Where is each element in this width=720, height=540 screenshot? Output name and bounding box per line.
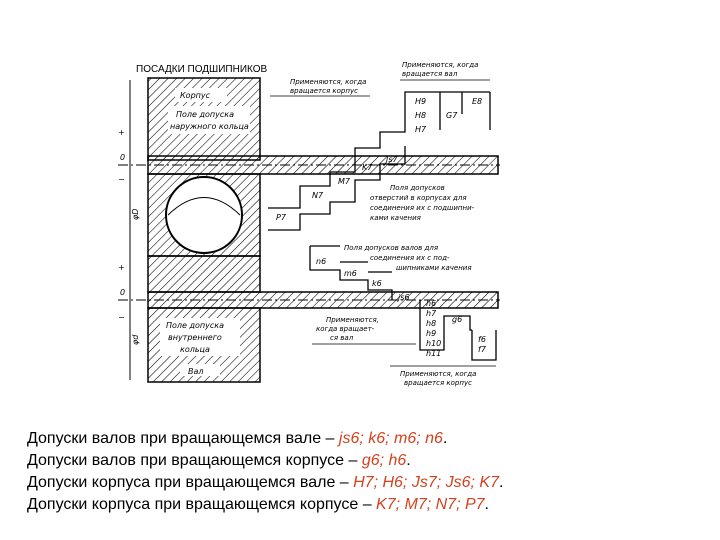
svg-text:0: 0 (120, 288, 125, 297)
svg-text:кольца: кольца (180, 345, 210, 354)
svg-text:вращается корпус: вращается корпус (404, 379, 472, 387)
svg-text:H8: H8 (415, 111, 426, 120)
svg-text:ся вал: ся вал (330, 334, 354, 342)
dimension-axis: + 0 − + 0 − φD φd (118, 80, 140, 380)
svg-text:m6: m6 (344, 269, 357, 278)
svg-text:соединения их с подшипни-: соединения их с подшипни- (370, 204, 475, 212)
svg-text:+: + (118, 128, 125, 137)
svg-text:E8: E8 (472, 97, 482, 106)
shaft-label: Вал (188, 367, 204, 376)
svg-text:Поля допусков валов для: Поля допусков валов для (344, 244, 438, 252)
svg-text:h8: h8 (426, 319, 436, 328)
svg-text:Применяются, когда: Применяются, когда (402, 61, 478, 69)
housing-section: Корпус Поле допуска наружного кольца (147, 77, 261, 161)
svg-text:G7: G7 (446, 111, 458, 120)
summary-line-4: Допуски корпуса при вращающемся корпусе … (27, 496, 489, 513)
svg-text:отверстий в корпусах для: отверстий в корпусах для (370, 194, 467, 202)
svg-text:f6: f6 (478, 335, 486, 344)
housing-tolerance-fields (268, 91, 491, 231)
bearing-fits-diagram: ПОСАДКИ ПОДШИПНИКОВ Корпус Поле допуска … (118, 61, 500, 387)
summary-line-1: Допуски валов при вращающемся вале – js6… (27, 430, 448, 447)
svg-text:Поле допуска: Поле допуска (166, 321, 224, 330)
diagram-title: ПОСАДКИ ПОДШИПНИКОВ (136, 64, 267, 75)
svg-text:шипниками качения: шипниками качения (396, 264, 472, 272)
svg-text:+: + (118, 263, 125, 272)
svg-text:n6: n6 (316, 257, 326, 266)
housing-hole-zone-label: Поля допусков отверстий в корпусах для с… (370, 184, 475, 222)
shaft-section: Поле допуска внутреннего кольца Вал (147, 307, 261, 383)
summary-line-2: Допуски валов при вращающемся корпусе – … (27, 452, 411, 469)
svg-text:ками качения: ками качения (370, 214, 421, 222)
svg-text:Применяются, когда: Применяются, когда (290, 78, 366, 86)
note-housing-rotating-bottom: Применяются, когда вращается корпус (390, 365, 496, 387)
svg-text:M7: M7 (338, 177, 351, 186)
svg-text:g6: g6 (452, 315, 462, 324)
svg-text:наружного кольца: наружного кольца (170, 122, 249, 131)
note-shaft-rotating-top: Применяются, когда вращается вал (400, 61, 490, 81)
svg-text:φd: φd (131, 334, 140, 345)
svg-text:соединения их с под-: соединения их с под- (370, 254, 450, 262)
shaft-zone-label: Поля допусков валов для соединения их с … (344, 244, 472, 272)
svg-text:H9: H9 (415, 97, 426, 106)
inner-ring-section (147, 255, 261, 293)
svg-text:N7: N7 (312, 191, 324, 200)
svg-text:внутреннего: внутреннего (168, 333, 222, 342)
svg-text:Поля допусков: Поля допусков (390, 184, 445, 192)
svg-text:Применяются, когда: Применяются, когда (400, 370, 476, 378)
svg-text:вращается вал: вращается вал (402, 70, 458, 78)
svg-text:h7: h7 (426, 309, 437, 318)
summary-text: Допуски валов при вращающемся вале – js6… (27, 428, 707, 516)
svg-text:−: − (118, 313, 125, 322)
svg-text:вращается корпус: вращается корпус (290, 87, 358, 95)
svg-text:h10: h10 (426, 339, 441, 348)
shaft-tolerance-fields (309, 245, 497, 361)
svg-text:js6: js6 (397, 293, 409, 302)
svg-text:k6: k6 (372, 279, 382, 288)
summary-line-3: Допуски корпуса при вращающемся вале – H… (27, 474, 504, 491)
housing-label: Корпус (180, 91, 211, 100)
svg-text:f7: f7 (478, 345, 487, 354)
svg-text:P7: P7 (276, 213, 287, 222)
svg-text:когда вращает-: когда вращает- (316, 325, 375, 333)
note-shaft-rotating-mid: Применяются, когда вращает- ся вал (312, 316, 416, 345)
svg-text:h11: h11 (426, 349, 441, 358)
svg-text:K7: K7 (362, 163, 373, 172)
bearing (147, 173, 261, 257)
svg-text:Поле допуска: Поле допуска (176, 110, 234, 119)
svg-text:H7: H7 (415, 125, 427, 134)
svg-text:φD: φD (131, 209, 140, 220)
svg-text:Js7: Js7 (384, 155, 399, 164)
svg-text:h6: h6 (426, 299, 436, 308)
svg-text:h9: h9 (426, 329, 436, 338)
note-housing-rotating-top: Применяются, когда вращается корпус (270, 78, 370, 97)
svg-text:Применяются,: Применяются, (326, 316, 379, 324)
svg-text:0: 0 (120, 153, 125, 162)
svg-text:−: − (118, 175, 125, 184)
